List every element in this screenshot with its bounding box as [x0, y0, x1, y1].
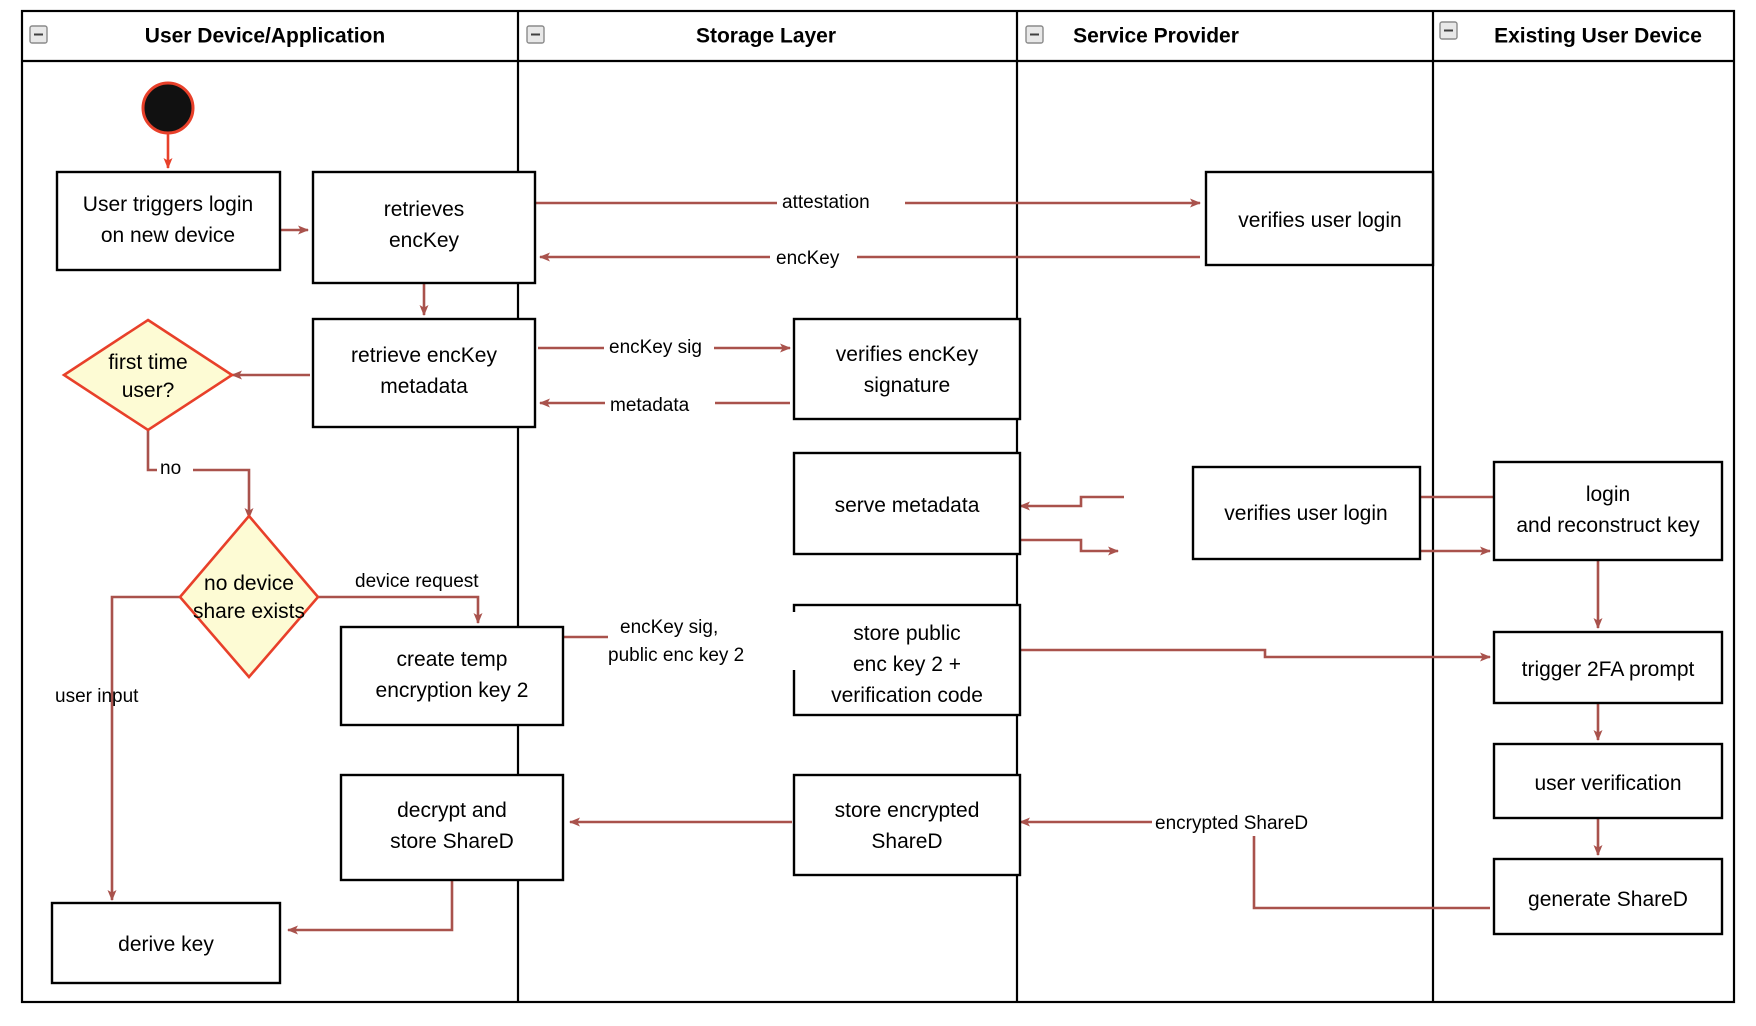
- activity-node-create-temp-key[interactable]: create temp encryption key 2: [339, 625, 565, 727]
- activity-node-verifies-enckey-signature[interactable]: verifies encKey signature: [792, 317, 1022, 421]
- decision-node-first-time-user[interactable]: first time user?: [61, 318, 235, 432]
- node-line: store ShareD: [390, 830, 514, 853]
- node-line: verifies user login: [1224, 502, 1387, 525]
- node-line: ShareD: [871, 830, 942, 853]
- node-line: store encrypted: [835, 799, 980, 822]
- activity-node-trigger-2fa[interactable]: trigger 2FA prompt: [1492, 630, 1724, 705]
- edge-label-user-input: user input: [55, 686, 139, 707]
- node-line: verification code: [831, 684, 983, 707]
- lane-header-storage[interactable]: Storage Layer: [526, 25, 836, 48]
- node-line: no device: [204, 572, 294, 595]
- node-line: share exists: [193, 600, 305, 623]
- node-line: retrieves: [384, 198, 465, 221]
- edge-label-enckey-sig-2: encKey sig,: [620, 617, 718, 638]
- minus-icon[interactable]: [1025, 25, 1044, 44]
- minus-icon[interactable]: [29, 25, 48, 44]
- node-line: metadata: [380, 375, 468, 398]
- lane-header-existing-device[interactable]: Existing User Device: [1439, 21, 1702, 48]
- activity-node-login-reconstruct-key[interactable]: login and reconstruct key: [1492, 460, 1724, 562]
- node-line: verifies user login: [1238, 209, 1401, 232]
- node-line: user?: [122, 379, 175, 402]
- activity-node-serve-metadata[interactable]: serve metadata: [792, 451, 1022, 556]
- activity-node-user-verification[interactable]: user verification: [1492, 742, 1724, 820]
- node-line: derive key: [118, 933, 214, 956]
- activity-node-store-public-key[interactable]: store public enc key 2 + verification co…: [792, 603, 1022, 717]
- lane-title-user-device: User Device/Application: [145, 25, 385, 48]
- activity-node-verifies-user-login-top[interactable]: verifies user login: [1204, 170, 1435, 267]
- edge-label-metadata: metadata: [610, 395, 690, 416]
- flow-provider-to-serve-metadata: [1019, 495, 1124, 511]
- node-line: trigger 2FA prompt: [1522, 658, 1695, 681]
- flow-encrypted-shared: [1019, 817, 1490, 910]
- activity-node-derive-key[interactable]: derive key: [50, 901, 282, 985]
- node-line: user verification: [1534, 772, 1681, 795]
- activity-node-generate-shared[interactable]: generate ShareD: [1492, 857, 1724, 936]
- edge-label-no: no: [160, 458, 181, 479]
- node-line: first time: [108, 351, 187, 374]
- node-line: verifies encKey: [836, 343, 979, 366]
- activity-node-verifies-user-login-mid[interactable]: verifies user login: [1191, 465, 1422, 561]
- flow-user-input: [107, 595, 180, 901]
- activity-node-retrieve-enckey-metadata[interactable]: retrieve encKey metadata: [311, 317, 537, 429]
- node-line: enc key 2 +: [853, 653, 961, 676]
- edge-label-encrypted-shared: encrypted ShareD: [1155, 813, 1308, 834]
- node-line: login: [1586, 483, 1630, 506]
- edge-label-attestation: attestation: [782, 192, 870, 213]
- edge-label-enckey: encKey: [776, 248, 840, 269]
- node-line: on new device: [101, 224, 235, 247]
- minus-icon[interactable]: [526, 25, 545, 44]
- node-line: retrieve encKey: [351, 344, 497, 367]
- flow-serve-metadata-to-provider: [1020, 538, 1119, 556]
- node-line: store public: [853, 622, 960, 645]
- flow-connectors: [107, 130, 1603, 935]
- edge-labels: attestation encKey encKey sig metadata n…: [55, 187, 1342, 836]
- edge-label-enckey-sig: encKey sig: [609, 337, 702, 358]
- lane-title-existing-device: Existing User Device: [1494, 25, 1702, 48]
- activity-node-decrypt-store-shared[interactable]: decrypt and store ShareD: [339, 773, 565, 882]
- node-line: serve metadata: [835, 494, 980, 517]
- activity-node-user-triggers-login[interactable]: User triggers login on new device: [55, 170, 282, 272]
- node-line: signature: [864, 374, 950, 397]
- edge-label-device-request: device request: [355, 571, 479, 592]
- node-line: encKey: [389, 229, 460, 252]
- flow-no-branch: [146, 422, 254, 519]
- decision-node-no-device-share-exists[interactable]: no device share exists: [178, 513, 320, 679]
- node-line: create temp: [397, 648, 508, 671]
- edge-label-public-enc-key-2: public enc key 2: [608, 645, 744, 666]
- activity-node-store-encrypted-shared[interactable]: store encrypted ShareD: [792, 773, 1022, 877]
- node-line: generate ShareD: [1528, 888, 1688, 911]
- flow-decrypt-to-derive: [287, 880, 454, 935]
- lane-header-user-device[interactable]: User Device/Application: [29, 25, 385, 48]
- start-node: [141, 81, 195, 135]
- node-line: decrypt and: [397, 799, 507, 822]
- lane-title-service-provider: Service Provider: [1073, 25, 1239, 48]
- node-line: and reconstruct key: [1516, 514, 1700, 537]
- flow-store-pubkey-to-2fa: [1020, 648, 1491, 662]
- activity-node-retrieves-enckey[interactable]: retrieves encKey: [311, 170, 537, 285]
- lane-header-service-provider[interactable]: Service Provider: [1025, 25, 1239, 48]
- minus-icon[interactable]: [1439, 21, 1458, 40]
- node-line: User triggers login: [83, 193, 253, 216]
- lane-title-storage: Storage Layer: [696, 25, 836, 48]
- node-line: encryption key 2: [376, 679, 529, 702]
- flow-device-request: [318, 595, 483, 624]
